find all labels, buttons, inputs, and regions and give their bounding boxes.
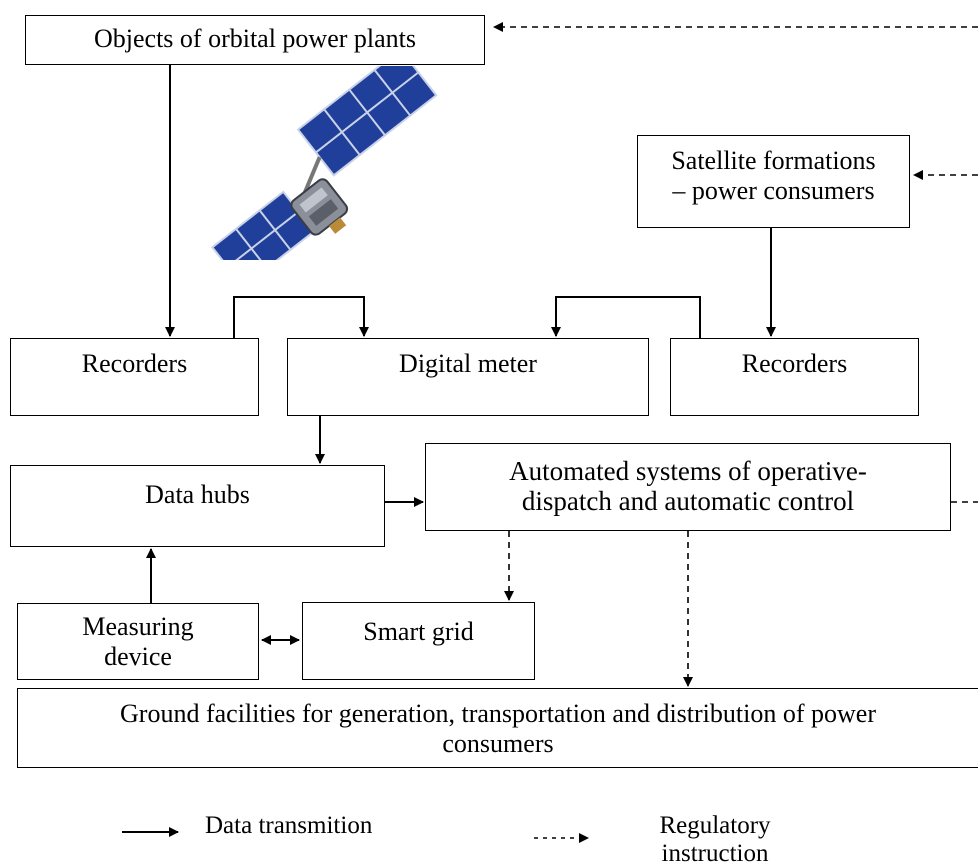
arrow-recorders-right-to-meter (551, 296, 701, 338)
satellite-formations-line1: Satellite formations (671, 146, 876, 175)
automated-systems-box: Automated systems of operative- dispatch… (425, 443, 951, 531)
satellite-body (290, 178, 349, 236)
digital-meter-label: Digital meter (399, 349, 537, 378)
legend-regulatory-line2: instruction (661, 840, 769, 867)
recorders-left-label: Recorders (81, 349, 188, 378)
recorders-right-label: Recorders (741, 349, 848, 378)
data-hubs-label: Data hubs (145, 480, 250, 509)
orbital-power-plants-label: Objects of orbital power plants (93, 24, 417, 53)
ground-facilities-line1: Ground facilities for generation, transp… (120, 699, 876, 728)
legend-data-transmission-label: Data transmition (205, 812, 373, 839)
measuring-device-line2: device (104, 642, 172, 671)
satellite-illustration (210, 66, 438, 260)
measuring-device-box: Measuring device (17, 603, 259, 680)
satellite-formations-line2: – power consumers (672, 176, 875, 205)
measuring-device-line1: Measuring (82, 612, 194, 641)
recorders-left-box: Recorders (10, 338, 259, 416)
smart-grid-label: Smart grid (363, 617, 474, 646)
recorders-right-box: Recorders (670, 338, 919, 416)
satellite-formations-box: Satellite formations – power consumers (637, 135, 910, 228)
data-hubs-box: Data hubs (10, 465, 385, 547)
arrow-recorders-left-to-meter (233, 296, 369, 338)
solar-panel-upper (296, 66, 438, 177)
orbital-power-plants-box: Objects of orbital power plants (25, 15, 485, 65)
automated-systems-line1: Automated systems of operative- (509, 456, 867, 486)
ground-facilities-box: Ground facilities for generation, transp… (17, 688, 978, 768)
legend-regulatory-label: Regulatory instruction (630, 812, 800, 868)
automated-systems-line2: dispatch and automatic control (521, 486, 855, 516)
ground-facilities-line2: consumers (442, 729, 554, 758)
smart-grid-box: Smart grid (302, 602, 535, 680)
legend-regulatory-line1: Regulatory (659, 812, 771, 839)
digital-meter-box: Digital meter (287, 338, 649, 416)
